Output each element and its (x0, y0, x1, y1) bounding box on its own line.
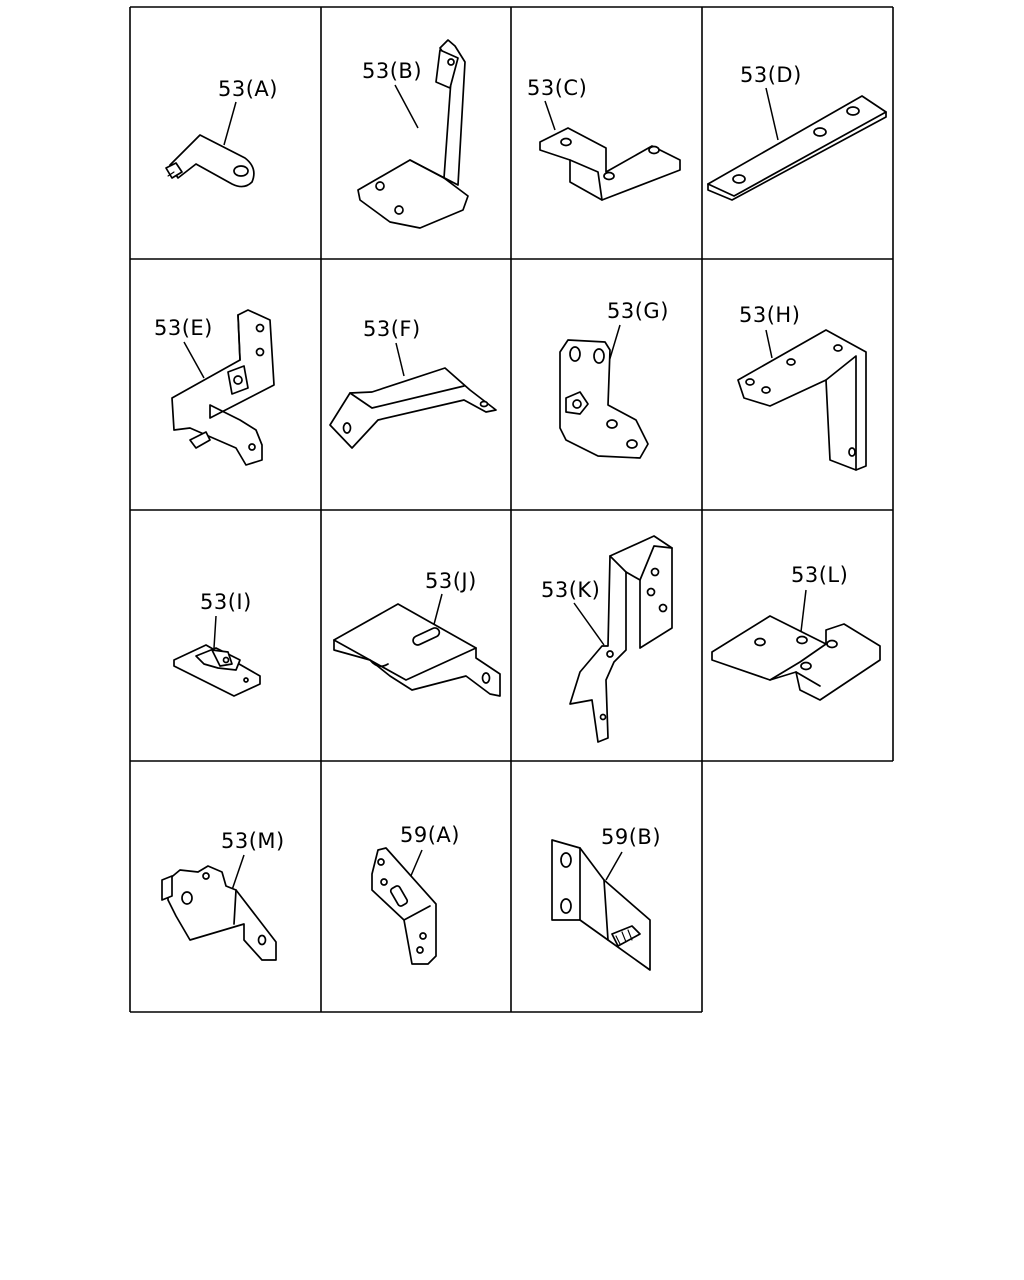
part-label-53l: 53(L) (791, 563, 848, 587)
cell-53j: 53(J) (333, 569, 501, 697)
part-label-59b: 59(B) (601, 825, 661, 849)
part-label-59a: 59(A) (400, 823, 460, 847)
part-label-53j: 53(J) (425, 569, 477, 593)
bracket-53g-drawing (559, 339, 649, 459)
bracket-53e-drawing (171, 309, 275, 466)
bracket-53l-drawing (711, 615, 881, 701)
bracket-53d-drawing (707, 95, 887, 201)
bracket-53f-drawing (329, 367, 497, 449)
cell-53d: 53(D) (707, 63, 887, 201)
cell-53h: 53(H) (737, 303, 867, 471)
bracket-53b-drawing (357, 39, 469, 229)
cell-59b: 59(B) (551, 825, 661, 971)
cell-53a: 53(A) (165, 77, 278, 188)
part-label-53g: 53(G) (607, 299, 669, 323)
bracket-53i-drawing (173, 644, 261, 697)
cell-53e: 53(E) (154, 309, 275, 466)
part-label-53a: 53(A) (218, 77, 278, 101)
part-label-53i: 53(I) (200, 590, 252, 614)
bracket-53c-drawing (539, 127, 681, 201)
bracket-59b-drawing (551, 839, 651, 971)
cell-53l: 53(L) (711, 563, 881, 701)
cell-53m: 53(M) (161, 829, 285, 961)
cell-59a: 59(A) (371, 823, 460, 965)
cell-53c: 53(C) (527, 76, 681, 201)
part-label-53c: 53(C) (527, 76, 587, 100)
bracket-53k-drawing (569, 535, 673, 743)
cell-53b: 53(B) (357, 39, 469, 229)
bracket-53a-drawing (165, 134, 255, 188)
bracket-53h-drawing (737, 329, 867, 471)
part-label-53f: 53(F) (363, 317, 421, 341)
cell-53k: 53(K) (541, 535, 673, 743)
parts-grid (129, 6, 894, 1013)
bracket-53j-drawing (333, 603, 501, 697)
part-label-53h: 53(H) (739, 303, 800, 327)
part-label-53k: 53(K) (541, 578, 600, 602)
part-label-53b: 53(B) (362, 59, 422, 83)
part-label-53d: 53(D) (740, 63, 802, 87)
part-label-53e: 53(E) (154, 316, 213, 340)
bracket-59a-drawing (371, 847, 437, 965)
cell-53f: 53(F) (329, 317, 497, 449)
cell-53i: 53(I) (173, 590, 261, 697)
bracket-53m-drawing (161, 865, 277, 961)
cell-53g: 53(G) (559, 299, 669, 459)
part-label-53m: 53(M) (221, 829, 285, 853)
